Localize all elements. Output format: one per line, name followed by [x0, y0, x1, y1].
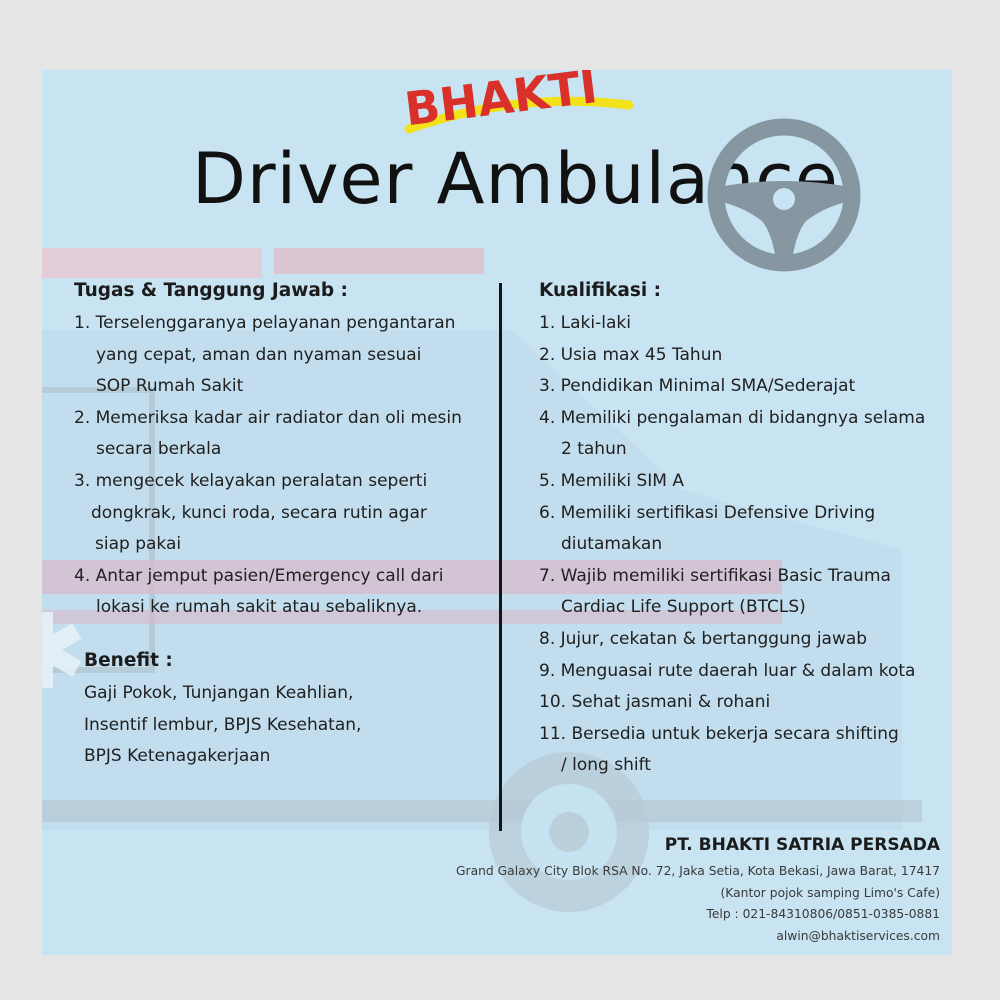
company-address: Grand Galaxy City Blok RSA No. 72, Jaka …: [456, 864, 940, 878]
duties-heading: Tugas & Tanggung Jawab :: [74, 280, 348, 301]
list-item: 10. Sehat jasmani & rohani: [539, 692, 771, 713]
list-item: 1. Terselenggaranya pelayanan pengantara…: [74, 313, 456, 397]
steering-wheel-icon: [707, 118, 861, 272]
ambulance-illustration: [42, 248, 922, 912]
benefit-list: Gaji Pokok, Tunjangan Keahlian, Insentif…: [84, 678, 361, 773]
list-item: Gaji Pokok, Tunjangan Keahlian,: [84, 683, 354, 703]
company-email: alwin@bhaktiservices.com: [776, 928, 940, 943]
list-item: BPJS Ketenagakerjaan: [84, 746, 271, 767]
list-item: Insentif lembur, BPJS Kesehatan,: [84, 714, 362, 735]
qualifications-list: 1. Laki-laki 2. Usia max 45 Tahun 3. Pen…: [539, 308, 925, 782]
bhakti-logo: BHAKTI: [402, 70, 634, 136]
list-item: 8. Jujur, cekatan & bertanggung jawab: [539, 628, 868, 649]
list-item: 2. Usia max 45 Tahun: [539, 344, 723, 365]
list-item: 4. Memiliki pengalaman di bidangnya sela…: [539, 407, 926, 460]
list-item: 6. Memiliki sertifikasi Defensive Drivin…: [539, 502, 876, 555]
logo-text: BHAKTI: [402, 70, 600, 136]
list-item: 3. Pendidikan Minimal SMA/Sederajat: [539, 376, 856, 397]
duties-list: 1. Terselenggaranya pelayanan pengantara…: [74, 308, 462, 624]
company-name: PT. BHAKTI SATRIA PERSADA: [664, 835, 940, 855]
list-item: 5. Memiliki SIM A: [539, 470, 684, 491]
list-item: 11. Bersedia untuk bekerja secara shifti…: [539, 723, 899, 776]
list-item: 4. Antar jemput pasien/Emergency call da…: [74, 565, 444, 618]
list-item: 9. Menguasai rute daerah luar & dalam ko…: [539, 660, 916, 681]
job-poster: BHAKTI Driver Ambulance Tugas & Tanggung…: [42, 70, 952, 955]
qualifications-heading: Kualifikasi :: [539, 280, 662, 301]
company-info: PT. BHAKTI SATRIA PERSADA Grand Galaxy C…: [456, 835, 940, 947]
list-item: 2. Memeriksa kadar air radiator dan oli …: [74, 407, 462, 460]
list-item: 1. Laki-laki: [539, 313, 631, 333]
column-divider: [499, 283, 502, 831]
company-phone: Telp : 021-84310806/0851-0385-0881: [706, 907, 940, 921]
list-item: 3. mengecek kelayakan peralatan seperti …: [74, 470, 428, 555]
benefit-heading: Benefit :: [84, 650, 173, 671]
list-item: 7. Wajib memiliki sertifikasi Basic Trau…: [539, 565, 891, 618]
medical-star-icon: [42, 612, 82, 688]
company-address-note: (Kantor pojok samping Limo's Cafe): [720, 885, 940, 900]
